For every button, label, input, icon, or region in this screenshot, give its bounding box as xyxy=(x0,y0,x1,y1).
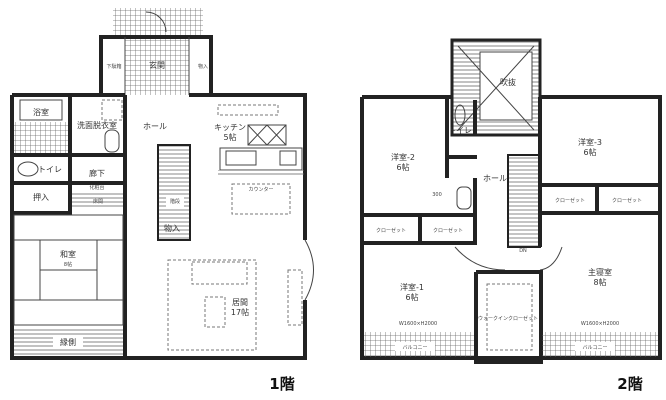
room-label-wic: ウォークインクローゼット xyxy=(478,315,538,322)
room-label-vanity: 化粧台 xyxy=(89,184,104,191)
room-label-living: 居間 xyxy=(232,298,248,307)
stairs-2f xyxy=(507,154,541,248)
dining-table xyxy=(231,183,291,215)
label-counter: カウンター xyxy=(248,186,273,193)
room-label-alcove: 床間 xyxy=(93,198,103,205)
porch xyxy=(113,8,203,37)
room-label-kitchen: キッチン xyxy=(214,123,246,132)
floor-1-plan: 玄関 下駄箱 物入 浴室 洗面脱衣室 ホール キッチン 5帖 カウンター 階段 … xyxy=(10,8,314,393)
label-down: DN xyxy=(519,248,527,254)
window-label-right: W1600×H2000 xyxy=(581,321,619,327)
room-label-storage: 物入 xyxy=(164,223,180,233)
entrance-walls xyxy=(99,35,213,95)
living-furniture xyxy=(167,259,303,351)
void-cross xyxy=(457,45,535,131)
floor-2-title: 2階 xyxy=(617,375,642,393)
stove-icon xyxy=(279,150,297,166)
room-label-room2: 洋室-2 xyxy=(391,152,415,162)
tatami-mats xyxy=(13,214,124,326)
room-label-shoe-closet: 下駄箱 xyxy=(106,63,121,70)
room-label-storage-entrance: 物入 xyxy=(198,63,208,70)
window-label-left: W1600×H2000 xyxy=(399,321,437,327)
room-label-japanese-size: 8帖 xyxy=(64,261,72,268)
room-label-room3: 洋室-3 xyxy=(578,137,602,147)
floor-1-title: 1階 xyxy=(269,375,294,393)
room-label-living-size: 17帖 xyxy=(231,307,249,317)
washing-machine xyxy=(104,129,120,153)
balcony-label-right: バルコニー xyxy=(583,345,608,351)
room-label-washroom: 洗面脱衣室 xyxy=(77,120,117,130)
room-label-room2-size: 6帖 xyxy=(396,162,409,172)
label-stairs: 階段 xyxy=(170,198,180,205)
room-label-veranda: 縁側 xyxy=(60,337,76,347)
room-label-room3-size: 6帖 xyxy=(583,147,596,157)
bay-window xyxy=(304,239,314,301)
entrance-floor xyxy=(125,37,189,95)
room-label-hall: ホール xyxy=(143,122,167,131)
room-label-void: 吹抜 xyxy=(500,77,516,87)
floor-2-plan: 吹抜 トイレ 洋室-2 6帖 洋室-3 6帖 ホール 300 DN クローゼット… xyxy=(360,38,662,393)
toilet-fixture-2f xyxy=(454,104,466,126)
label-dimension-300: 300 xyxy=(432,192,442,198)
room-label-master-size: 8帖 xyxy=(593,277,606,287)
closet-label-d: クローゼット xyxy=(433,227,463,234)
room-label-toilet-2f: トイレ xyxy=(448,126,472,135)
balcony-label-left: バルコニー xyxy=(403,345,428,351)
cooktop xyxy=(247,124,287,146)
bath-floor xyxy=(14,122,68,155)
closet-label-b: クローゼット xyxy=(612,197,642,204)
bathtub xyxy=(19,99,63,121)
floor-2-outer-walls xyxy=(360,95,662,360)
room-label-entrance: 玄関 xyxy=(149,60,165,70)
stairs-1f xyxy=(157,144,191,241)
room-label-kitchen-size: 5帖 xyxy=(223,132,236,142)
entry-door-swing xyxy=(145,11,167,33)
room-label-closet: 押入 xyxy=(33,192,49,202)
room-label-japanese: 和室 xyxy=(60,249,76,259)
alcove xyxy=(72,193,124,208)
walk-in-closet-walls xyxy=(474,270,543,364)
room-label-room1-size: 6帖 xyxy=(405,292,418,302)
room-label-toilet: トイレ xyxy=(38,165,62,174)
room-label-corridor: 廊下 xyxy=(89,168,105,178)
toilet-fixture xyxy=(17,161,39,177)
room-label-master: 主寝室 xyxy=(588,267,612,277)
closet-label-a: クローゼット xyxy=(555,197,585,204)
room-label-hall-2f: ホール xyxy=(483,174,507,183)
closet-label-c: クローゼット xyxy=(376,227,406,234)
room-label-room1: 洋室-1 xyxy=(400,282,424,292)
room-label-bath: 浴室 xyxy=(33,107,49,117)
